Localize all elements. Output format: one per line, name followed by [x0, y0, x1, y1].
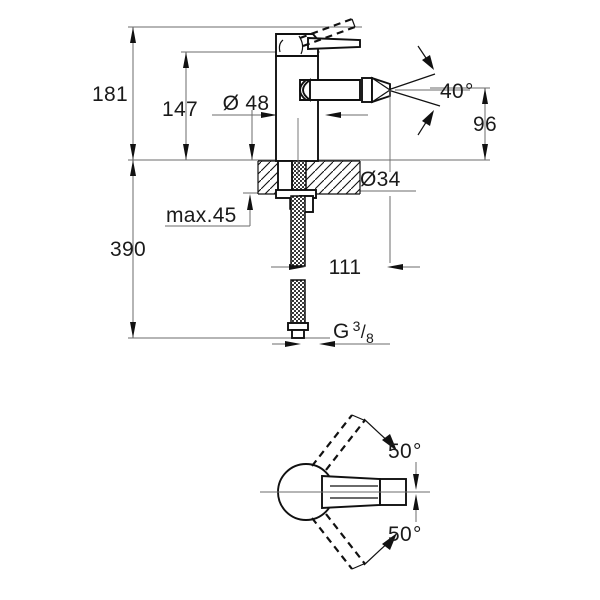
lever-handle-block — [275, 33, 361, 57]
plan-swivel-upper: 50° — [311, 414, 422, 471]
plan-axis-arrows — [413, 462, 419, 522]
dimension-diameter-48-label: Ø 48 — [223, 92, 270, 115]
body-width-arrows — [213, 112, 368, 118]
flexible-hose-lower — [287, 279, 309, 339]
dimension-angle-50-upper-label: 50° — [388, 440, 422, 463]
dimension-111-label: 111 — [329, 256, 362, 279]
dimension-96-group: 96 — [473, 88, 497, 160]
deck-counter-top — [257, 160, 361, 195]
dimension-angle-40-label: 40° — [440, 80, 474, 103]
side-elevation-view: 181 390 147 Ø 48 — [92, 17, 497, 347]
lever-raised-dashed — [299, 17, 356, 48]
dimension-390-group: 390 — [110, 160, 146, 338]
outlet-nozzle — [361, 76, 391, 104]
faucet-body — [275, 55, 319, 162]
dimension-max-45-group: max.45 — [165, 194, 253, 227]
dimension-147-group: 147 — [162, 52, 198, 160]
dimension-147-label: 147 — [162, 98, 198, 121]
plan-swivel-lower: 50° — [311, 513, 422, 570]
flexible-hose-upper — [290, 195, 306, 267]
dimension-diameter-48-group: Ø 48 — [212, 92, 275, 160]
spout-arm — [299, 78, 361, 102]
dimension-96-label: 96 — [473, 113, 497, 136]
dimension-angle-40-group: 40° — [387, 45, 474, 136]
dimension-max-45-label: max.45 — [166, 204, 237, 227]
dimension-angle-50-lower-label: 50° — [388, 523, 422, 546]
dimension-diameter-34-label: Ø34 — [360, 168, 401, 191]
dimension-181-group: 181 — [92, 27, 136, 160]
dimension-181-label: 181 — [92, 83, 128, 106]
dimension-390-label: 390 — [110, 238, 146, 261]
top-plan-view: 50° 50° — [260, 414, 430, 570]
